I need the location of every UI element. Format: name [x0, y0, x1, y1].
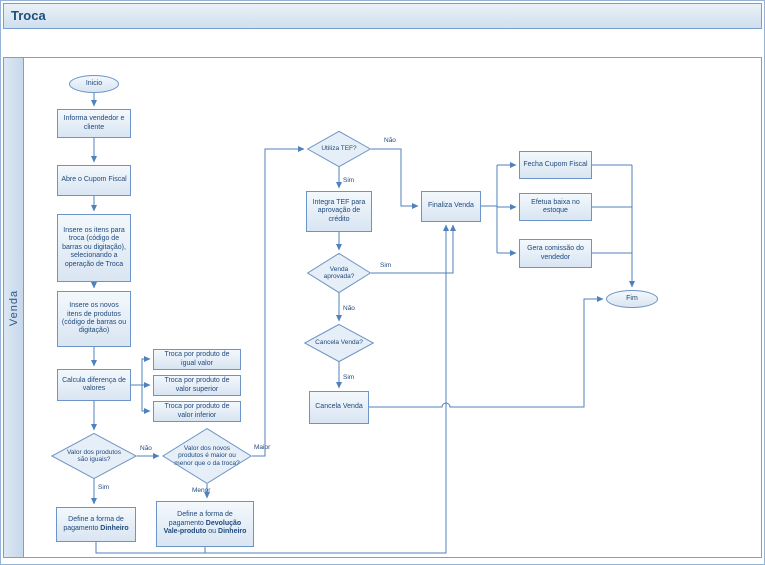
- edge-label-iguais-nao: Não: [140, 445, 152, 452]
- step-integra-tef: Integra TEF para aprovação de crédito: [306, 191, 372, 232]
- decision-venda-aprovada: Venda aprovada?: [307, 253, 371, 293]
- edge-label-cancela-sim: Sim: [343, 374, 355, 381]
- edge-label-tef-sim: Sim: [343, 177, 355, 184]
- step-cancela-venda: Cancela Venda: [309, 391, 369, 424]
- edge-label-aprovada-sim: Sim: [380, 262, 392, 269]
- diagram-title: Troca: [11, 8, 46, 23]
- decision-valores-iguais: Valor dos produtos são iguais?: [51, 433, 137, 479]
- edge-label-menor: Menor: [192, 487, 211, 494]
- step-informa-vendedor: Informa vendedor e cliente: [57, 109, 131, 138]
- edge-label-maior: Maior: [254, 444, 271, 451]
- swimlane-label: Venda: [7, 289, 20, 326]
- start-node: Inicio: [69, 75, 119, 93]
- end-node: Fim: [606, 290, 658, 308]
- step-insere-novos-itens: Insere os novos itens de produtos (códig…: [57, 291, 131, 347]
- step-define-pagamento-dinheiro: Define a forma de pagamento Dinheiro: [56, 507, 136, 542]
- note-troca-valor-inferior: Troca por produto de valor inferior: [153, 401, 241, 422]
- step-gera-comissao: Gera comissão do vendedor: [519, 239, 592, 268]
- edge-label-aprovada-nao: Não: [343, 305, 355, 312]
- diagram-title-bar: Troca: [3, 3, 762, 29]
- step-finaliza-venda: Finaliza Venda: [421, 191, 481, 222]
- note-troca-valor-superior: Troca por produto de valor superior: [153, 375, 241, 396]
- swimlane-header: Venda: [4, 58, 24, 557]
- decision-cancela-venda: Cancela Venda?: [304, 324, 374, 362]
- decision-maior-ou-menor: Valor dos novos produtos é maior ou meno…: [162, 428, 252, 484]
- step-fecha-cupom-fiscal: Fecha Cupom Fiscal: [519, 151, 592, 179]
- step-calcula-diferenca: Calcula diferença de valores: [57, 369, 131, 401]
- step-define-pagamento-devolucao: Define a forma de pagamento Devolução Va…: [156, 501, 254, 547]
- edge-label-iguais-sim: Sim: [98, 484, 110, 491]
- note-troca-igual-valor: Troca por produto de igual valor: [153, 349, 241, 370]
- step-abre-cupom: Abre o Cupom Fiscal: [57, 165, 131, 196]
- edge-label-tef-nao: Não: [384, 137, 396, 144]
- step-insere-itens-troca: Insere os itens para troca (código de ba…: [57, 214, 131, 282]
- step-efetua-baixa-estoque: Efetua baixa no estoque: [519, 193, 592, 221]
- decision-utiliza-tef: Utiliza TEF?: [307, 131, 371, 167]
